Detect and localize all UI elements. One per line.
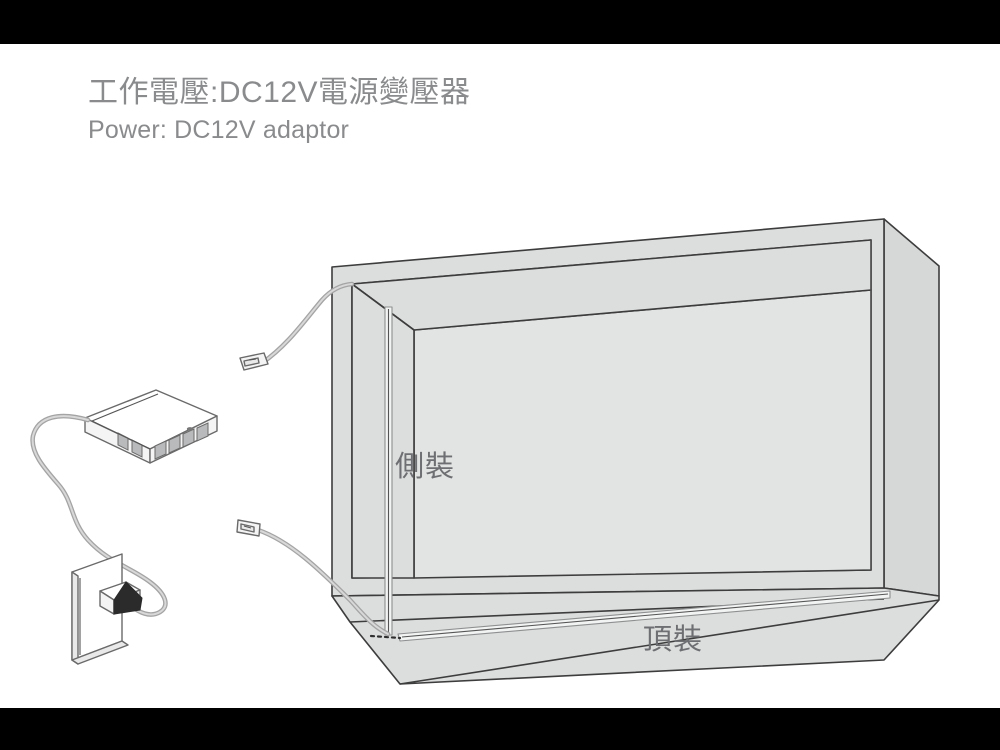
mains-cable (30, 413, 168, 617)
cabinet-right-side-panel (883, 218, 940, 597)
adaptor-output-ports (154, 422, 209, 460)
label-side-mount: 側裝 (395, 451, 456, 483)
power-caption-chinese: 工作電壓:DC12V電源變壓器 (88, 76, 471, 109)
cabinet-corner-seam (351, 283, 415, 331)
plug-prong (113, 581, 143, 615)
cabinet-back-wall (413, 289, 872, 579)
adaptor-led-indicator (186, 427, 194, 431)
letterbox-top-bar (0, 0, 1000, 44)
power-caption-block: 工作電壓:DC12V電源變壓器 Power: DC12V adaptor (88, 78, 471, 143)
outlet-bottom-depth (71, 640, 129, 665)
adaptor-top-seam (91, 420, 151, 450)
strip-lead-in-dots (369, 634, 402, 640)
mains-plug (99, 581, 143, 615)
cabinet-base-outer-edge (399, 599, 940, 685)
cabinet-base-panel (331, 587, 940, 685)
installation-diagram: .pf { fill:#dcdedd; stroke:#3d3d3d; stro… (30, 218, 940, 685)
letterbox-bottom-bar (0, 708, 1000, 750)
cabinet-interior-left-wall (351, 283, 415, 579)
side-mounted-led-strip (384, 306, 393, 636)
slide-canvas: .pf { fill:#dcdedd; stroke:#3d3d3d; stro… (0, 44, 1000, 708)
label-top-mount: 頂裝 (643, 624, 704, 656)
lower-dc-connector (236, 519, 261, 537)
upper-connector-cable (259, 281, 355, 366)
dc12v-power-adaptor (84, 389, 218, 464)
outlet-side-depth (71, 571, 79, 665)
lower-connector-cable (255, 527, 391, 637)
upper-dc-connector (239, 352, 269, 371)
display-cabinet (331, 218, 940, 685)
power-caption-english: Power: DC12V adaptor (88, 116, 350, 144)
wall-socket (71, 553, 129, 665)
